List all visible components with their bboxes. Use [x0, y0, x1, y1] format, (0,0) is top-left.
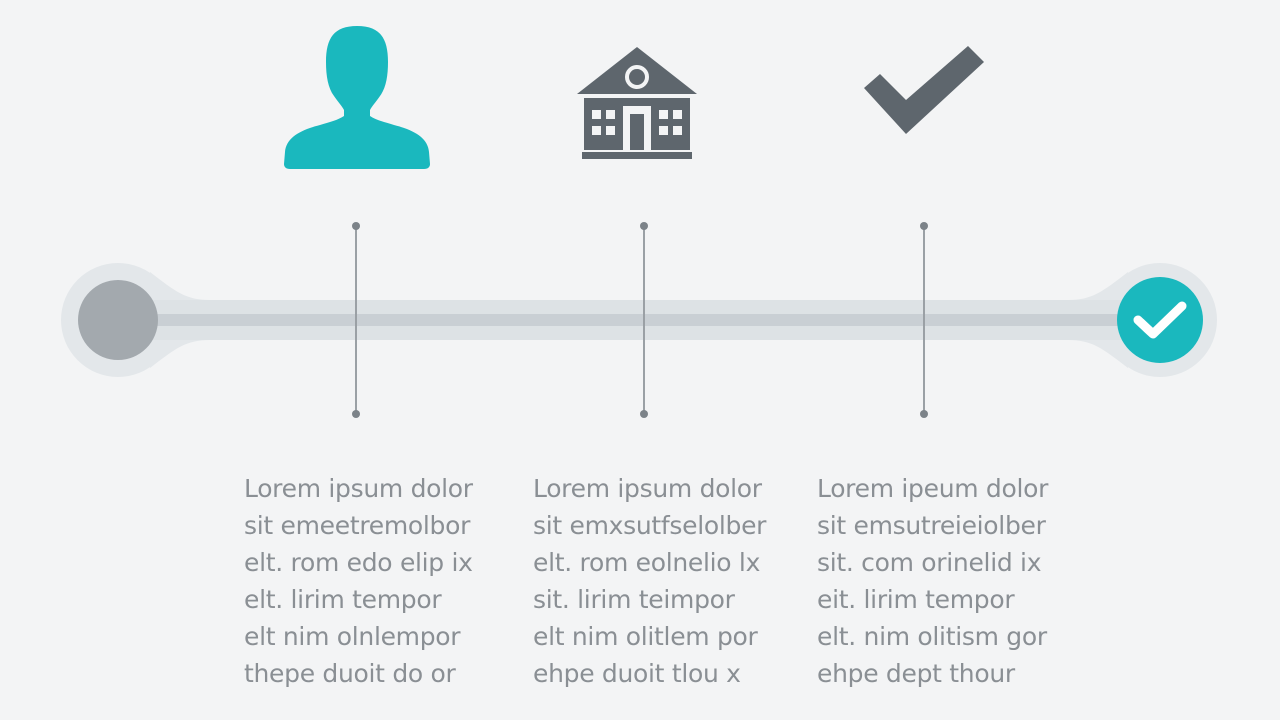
step-3-line-6: ehpe dept thour [817, 659, 1015, 688]
step-3-line-1: Lorem ipeum dolor [817, 474, 1049, 503]
track-inner [150, 314, 1130, 326]
step-1-description: Lorem ipsum dolor sit emeetremolbor elt.… [244, 470, 484, 692]
start-node [78, 280, 158, 360]
step-3-line-3: sit. com orinelid ix [817, 548, 1042, 577]
step-1-line-4: elt. lirim tempor [244, 585, 442, 614]
step-1-line-5: elt nim olnlempor [244, 622, 461, 651]
step-1-line-3: elt. rom edo elip ix [244, 548, 473, 577]
step-marker-2 [640, 222, 648, 418]
step-2-line-2: sit emxsutfselolber [533, 511, 767, 540]
step-3-line-2: sit emsutreieiolber [817, 511, 1046, 540]
step-marker-1 [352, 222, 360, 418]
checkmark-icon [864, 46, 984, 134]
person-icon [284, 26, 430, 169]
step-2-line-3: elt. rom eolnelio lx [533, 548, 761, 577]
step-marker-3 [920, 222, 928, 418]
step-1-line-6: thepe duoit do or [244, 659, 456, 688]
building-icon [577, 47, 697, 159]
step-3-line-5: elt. nim olitism gor [817, 622, 1047, 651]
check-circle-icon [1117, 277, 1203, 363]
step-2-line-5: elt nim olitlem por [533, 622, 758, 651]
step-1-line-2: sit emeetremolbor [244, 511, 471, 540]
step-1-line-1: Lorem ipsum dolor [244, 474, 473, 503]
step-3-description: Lorem ipeum dolor sit emsutreieiolber si… [817, 470, 1057, 692]
step-2-line-1: Lorem ipsum dolor [533, 474, 762, 503]
step-2-line-6: ehpe duoit tlou x [533, 659, 741, 688]
timeline-track [61, 222, 1217, 418]
step-3-line-4: eit. lirim tempor [817, 585, 1015, 614]
step-2-line-4: sit. lirim teimpor [533, 585, 735, 614]
step-2-description: Lorem ipsum dolor sit emxsutfselolber el… [533, 470, 773, 692]
